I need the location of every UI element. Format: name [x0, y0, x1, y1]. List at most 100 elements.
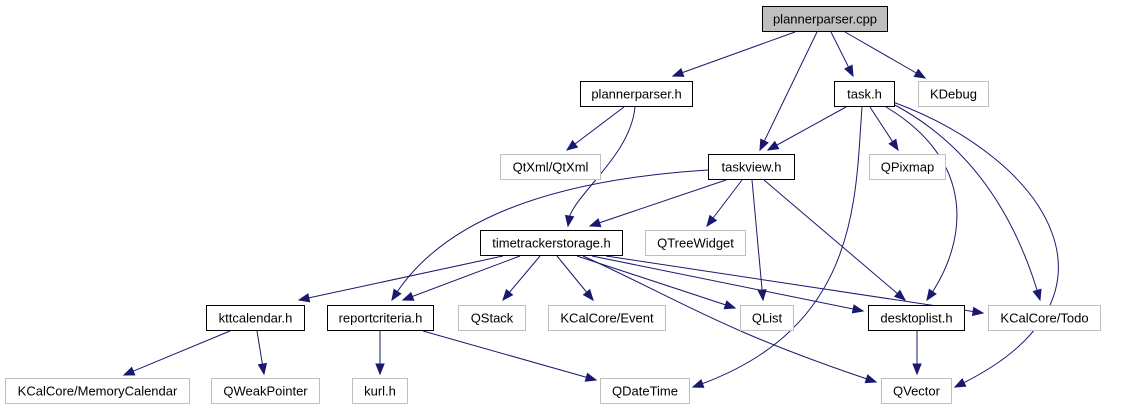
edge-line [298, 255, 504, 301]
edge-desktoplist-h-to-qvector [912, 331, 922, 376]
node-box [869, 154, 946, 180]
node-label: QTreeWidget [657, 236, 734, 251]
node-box [5, 378, 190, 404]
arrowhead-icon [582, 288, 594, 302]
node-desktoplist-h[interactable]: desktoplist.h [868, 305, 965, 331]
arrowhead-icon [257, 362, 267, 376]
arrowhead-icon [671, 67, 685, 77]
arrowhead-icon [888, 138, 899, 152]
node-box [834, 81, 895, 107]
edge-line [763, 179, 906, 301]
nodes-layer: plannerparser.cpp plannerparser.h task.h KD… [5, 6, 1101, 404]
node-box [548, 305, 666, 331]
edge-timetrackerstorage-h-to-kcalcore-todo [605, 255, 985, 317]
edge-line [391, 169, 709, 301]
node-label: QStack [471, 311, 514, 326]
arrowhead-icon [122, 366, 136, 376]
edge-task-h-to-kcalcore-todo [892, 103, 1042, 302]
node-label: desktoplist.h [880, 311, 952, 326]
arrowhead-icon [706, 214, 718, 228]
edge-line [885, 106, 958, 301]
edge-taskview-h-to-reportcriteria-h [391, 169, 709, 302]
edge-plannerparser-h-to-qtxml [565, 106, 625, 151]
node-timetrackerstorage-h[interactable]: timetrackerstorage.h [480, 230, 623, 256]
arrowhead-icon [926, 288, 937, 302]
edge-line [582, 255, 877, 383]
node-kurl-h: kurl.h [352, 378, 408, 404]
arrowhead-icon [1032, 288, 1042, 302]
node-qtreewidget: QTreeWidget [645, 230, 746, 256]
node-box [480, 230, 623, 256]
node-taskview-h[interactable]: taskview.h [708, 154, 795, 180]
arrowhead-icon [691, 379, 705, 388]
arrowhead-icon [953, 378, 967, 388]
arrowhead-icon [893, 289, 907, 301]
node-box [868, 305, 965, 331]
node-box [918, 81, 989, 107]
node-kcalcore-event: KCalCore/Event [548, 305, 666, 331]
edge-timetrackerstorage-h-to-qstack [502, 255, 541, 302]
edge-plannerparser-cpp-to-kdebug [844, 31, 927, 79]
node-label: task.h [847, 87, 882, 102]
node-label: QPixmap [881, 160, 934, 175]
edge-task-h-to-qpixmap [869, 106, 899, 152]
node-box [988, 305, 1101, 331]
edge-taskview-h-to-qlist [751, 179, 767, 302]
node-label: timetrackerstorage.h [492, 236, 611, 251]
edge-line [566, 106, 625, 151]
node-qpixmap: QPixmap [869, 154, 946, 180]
node-box [352, 378, 408, 404]
arrowhead-icon [564, 214, 575, 228]
node-qlist: QList [740, 305, 794, 331]
edge-plannerparser-cpp-to-taskview-h [759, 31, 818, 152]
node-kttcalendar-h[interactable]: kttcalendar.h [206, 305, 305, 331]
node-box [327, 305, 434, 331]
node-label: taskview.h [722, 160, 782, 175]
node-label: KCalCore/Todo [1000, 311, 1088, 326]
node-qweakpointer: QWeakPointer [211, 378, 320, 404]
node-box [458, 305, 526, 331]
node-box [740, 305, 794, 331]
node-plannerparser-cpp[interactable]: plannerparser.cpp [762, 6, 888, 32]
arrowhead-icon [913, 68, 927, 79]
node-box [500, 154, 601, 180]
node-plannerparser-h[interactable]: plannerparser.h [580, 81, 693, 107]
edge-plannerparser-cpp-to-task-h [830, 31, 854, 78]
node-label: reportcriteria.h [339, 311, 423, 326]
node-label: KDebug [930, 87, 977, 102]
node-label: plannerparser.cpp [773, 12, 877, 27]
node-label: kurl.h [364, 384, 396, 399]
arrowhead-icon [851, 304, 865, 314]
node-label: KCalCore/Event [560, 311, 654, 326]
arrowhead-icon [391, 288, 402, 302]
edge-line [751, 179, 764, 301]
node-label: QDateTime [612, 384, 678, 399]
edge-timetrackerstorage-h-to-kcalcore-event [556, 255, 594, 302]
node-task-h[interactable]: task.h [834, 81, 895, 107]
node-reportcriteria-h[interactable]: reportcriteria.h [327, 305, 434, 331]
edge-line [892, 103, 1041, 301]
arrowhead-icon [375, 363, 385, 376]
arrowhead-icon [844, 64, 854, 78]
node-box [206, 305, 305, 331]
node-qvector: QVector [881, 378, 952, 404]
edge-timetrackerstorage-h-to-desktoplist-h [591, 255, 865, 314]
node-label: QtXml/QtXml [513, 160, 589, 175]
arrowhead-icon [565, 139, 579, 151]
edge-line [767, 106, 847, 151]
arrowhead-icon [723, 300, 737, 310]
edge-taskview-h-to-qtreewidget [706, 179, 743, 228]
edge-reportcriteria-h-to-qdatetime [422, 330, 598, 382]
arrowhead-icon [297, 293, 311, 303]
edge-taskview-h-to-desktoplist-h [763, 179, 907, 301]
edge-plannerparser-cpp-to-plannerparser-h [671, 31, 796, 77]
edge-line [589, 179, 727, 227]
edge-line [605, 255, 984, 314]
arrowhead-icon [502, 288, 514, 302]
edges-layer [122, 31, 1059, 388]
edge-line [692, 106, 863, 388]
node-kcalcore-memorycalendar: KCalCore/MemoryCalendar [5, 378, 190, 404]
edge-line [576, 255, 736, 309]
edge-timetrackerstorage-h-to-reportcriteria-h [401, 255, 521, 301]
